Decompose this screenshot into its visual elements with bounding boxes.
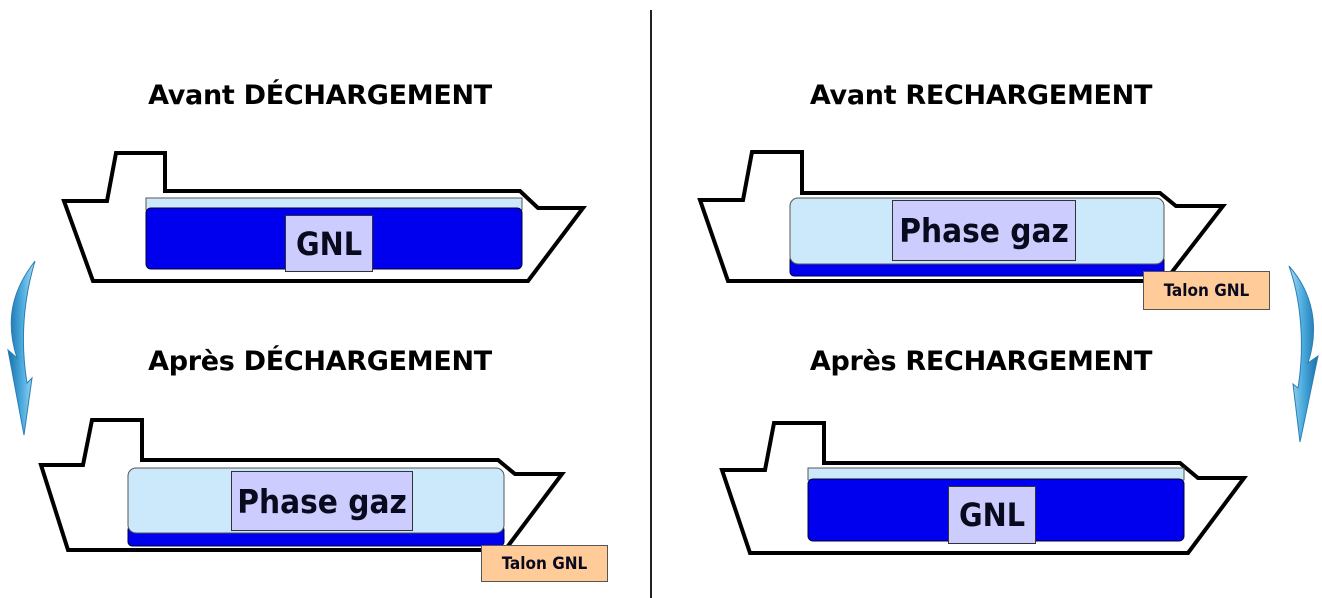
title-after-reloading: Après RECHARGEMENT [809, 346, 1153, 377]
heel-label: Talon GNL [1143, 271, 1270, 310]
title-before-unloading: Avant DÉCHARGEMENT [148, 80, 492, 111]
curved-arrow-down-icon [1288, 265, 1319, 443]
title-before-reloading: Avant RECHARGEMENT [809, 80, 1153, 111]
gas-phase-layer [807, 467, 1185, 481]
tank-label-lng: GNL [285, 215, 373, 272]
tank-label-gas-phase: Phase gaz [231, 471, 413, 531]
tank-label-lng: GNL [948, 486, 1036, 544]
title-after-unloading: Après DÉCHARGEMENT [148, 346, 492, 377]
center-divider [650, 10, 652, 598]
tank-label-gas-phase: Phase gaz [892, 200, 1076, 261]
curved-arrow-down-icon [7, 260, 36, 436]
heel-label: Talon GNL [481, 545, 608, 582]
